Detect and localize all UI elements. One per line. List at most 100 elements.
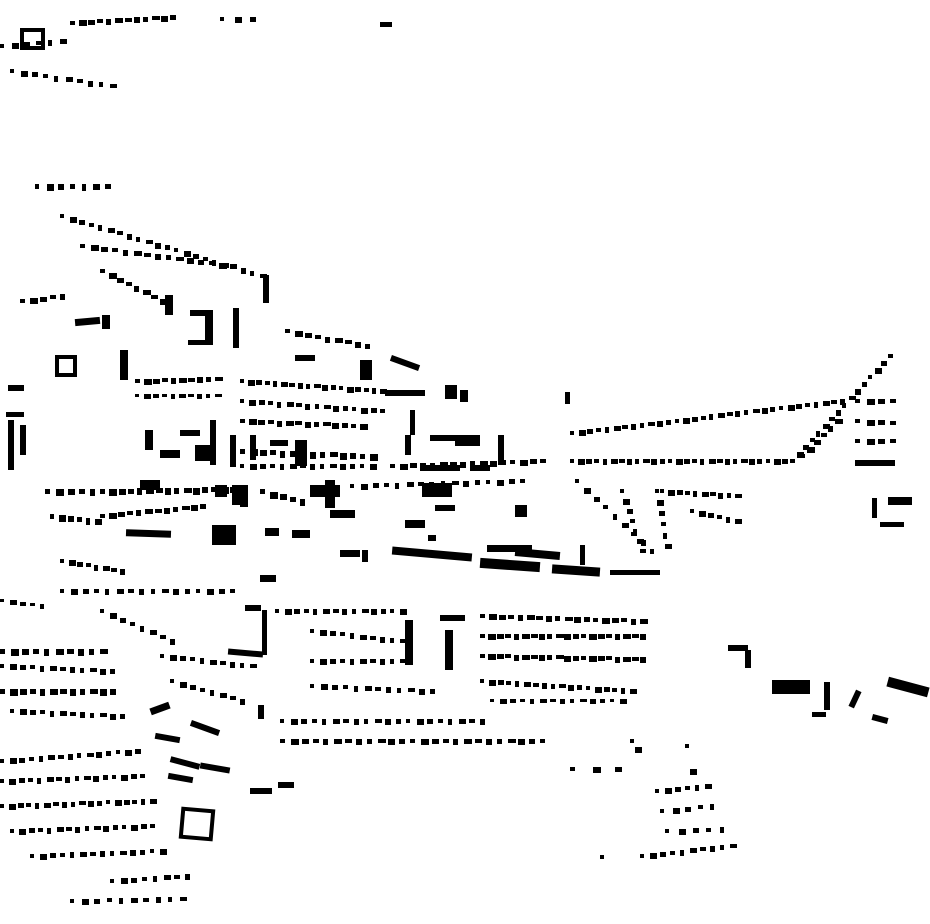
building [380, 409, 385, 413]
building [278, 782, 294, 788]
building [640, 634, 646, 640]
building [464, 739, 472, 744]
building [80, 852, 87, 857]
building [140, 850, 145, 855]
building [685, 786, 690, 790]
building [10, 829, 14, 833]
building [250, 788, 272, 794]
building [240, 449, 245, 454]
building [160, 299, 166, 305]
building [814, 402, 818, 408]
building [171, 394, 175, 399]
building [390, 609, 394, 613]
building [89, 223, 94, 227]
building [259, 400, 265, 405]
building [352, 609, 356, 614]
building [110, 879, 114, 883]
building [370, 636, 376, 640]
building [291, 719, 298, 725]
building [630, 739, 634, 743]
building [565, 617, 573, 621]
building [132, 800, 137, 804]
building [333, 719, 340, 724]
building [362, 609, 369, 613]
building [144, 253, 151, 257]
building [340, 659, 345, 663]
building [43, 74, 48, 78]
building [75, 776, 79, 781]
building [842, 403, 846, 408]
building [621, 688, 625, 694]
building [130, 850, 136, 856]
building [692, 459, 697, 463]
building [82, 184, 86, 191]
building [60, 294, 65, 300]
building [559, 684, 566, 688]
building [176, 257, 184, 261]
building [8, 420, 14, 470]
building [118, 512, 125, 517]
building [102, 315, 110, 329]
building [700, 459, 704, 465]
building [475, 480, 480, 485]
building [135, 394, 139, 397]
building [630, 519, 635, 523]
building [291, 739, 299, 745]
building [623, 657, 631, 662]
building [206, 377, 211, 382]
building [101, 247, 108, 252]
building [888, 354, 893, 358]
building [91, 245, 99, 251]
building [391, 546, 473, 562]
building [280, 464, 284, 470]
building [633, 529, 637, 535]
building [221, 487, 229, 494]
building [333, 609, 339, 613]
building [685, 807, 691, 812]
building [611, 459, 618, 464]
building [166, 255, 171, 260]
building [245, 605, 261, 611]
building [635, 459, 639, 464]
building [300, 499, 305, 506]
building [310, 464, 315, 470]
building [100, 609, 104, 613]
building [165, 488, 171, 495]
building [584, 488, 591, 494]
building [360, 659, 367, 664]
building [20, 28, 45, 50]
building [405, 520, 425, 528]
building [490, 699, 494, 702]
building [65, 777, 70, 783]
building [79, 489, 85, 494]
building [325, 480, 335, 508]
building [119, 489, 126, 495]
building [410, 410, 415, 435]
building [20, 709, 27, 715]
building [385, 719, 391, 725]
building [489, 680, 496, 686]
building [315, 404, 319, 409]
building [97, 19, 103, 23]
building [193, 488, 200, 495]
building [60, 39, 67, 44]
building [881, 361, 887, 366]
building [332, 685, 338, 690]
building [835, 419, 843, 424]
building [378, 739, 386, 743]
building [19, 778, 25, 783]
building [510, 460, 515, 464]
building [596, 428, 601, 432]
building [828, 426, 833, 432]
building [116, 750, 120, 754]
building [520, 460, 528, 466]
building [350, 633, 354, 639]
building [373, 483, 379, 488]
building [630, 689, 637, 694]
building [555, 616, 560, 621]
building [173, 507, 178, 512]
building [18, 803, 24, 808]
building [30, 665, 35, 669]
building [270, 492, 278, 499]
building [490, 461, 497, 467]
